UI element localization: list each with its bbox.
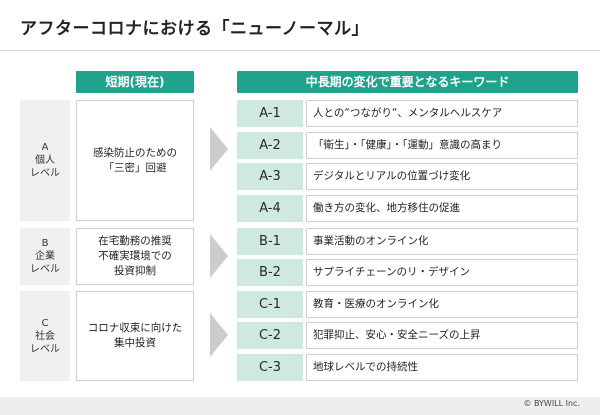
keyword-row: A-2 「衛生」・「健康」・「運動」意識の高まり: [237, 132, 578, 159]
page-title: アフターコロナにおける「ニューノーマル」: [20, 19, 369, 39]
short-term-line: 不確実環境での: [98, 250, 172, 262]
level-suffix: レベル: [30, 168, 60, 179]
keyword-row: C-2 犯罪抑止、安心・安全ニーズの上昇: [237, 322, 578, 349]
keyword-code: C-2: [237, 322, 303, 349]
arrow-icon: [210, 313, 228, 357]
short-term-line: 投資抑制: [114, 265, 156, 277]
keyword-row: A-4 働き方の変化、地方移住の促進: [237, 195, 578, 222]
short-term-box-b: 在宅勤務の推奨 不確実環境での 投資抑制: [76, 228, 194, 285]
keyword-row: B-2 サプライチェーンのリ・デザイン: [237, 259, 578, 286]
short-term-box-c: コロナ収束に向けた 集中投資: [76, 291, 194, 381]
short-term-line: 感染防止のための: [93, 146, 177, 159]
keyword-text: 人との“つながり“、メンタルヘルスケア: [306, 100, 578, 127]
short-term-line: 集中投資: [114, 337, 156, 349]
copyright-text: © BYWILL Inc.: [523, 399, 580, 408]
keyword-code: A-4: [237, 195, 303, 222]
level-label-b: B 企業 レベル: [20, 228, 70, 285]
short-term-line: 「三密」回避: [103, 161, 167, 174]
keyword-text: 犯罪抑止、安心・安全ニーズの上昇: [306, 322, 578, 349]
arrow-icon: [210, 234, 228, 278]
keyword-text: デジタルとリアルの位置づけ変化: [306, 163, 578, 190]
level-name: 個人: [35, 155, 55, 166]
short-term-box-a: 感染防止のための 「三密」回避: [76, 100, 194, 221]
short-term-line: 在宅勤務の推奨: [98, 235, 172, 247]
keyword-row: C-1 教育・医療のオンライン化: [237, 291, 578, 318]
footer-bar: © BYWILL Inc.: [0, 397, 600, 415]
level-name: 企業: [35, 251, 55, 262]
keyword-code: A-3: [237, 163, 303, 190]
keyword-code: A-2: [237, 132, 303, 159]
keyword-row: C-3 地球レベルでの持続性: [237, 354, 578, 381]
keyword-text: 教育・医療のオンライン化: [306, 291, 578, 318]
keyword-code: C-3: [237, 354, 303, 381]
level-letter: B: [41, 238, 49, 249]
keyword-code: B-1: [237, 228, 303, 255]
short-term-header: 短期(現在): [76, 71, 194, 93]
keyword-row: A-3 デジタルとリアルの位置づけ変化: [237, 163, 578, 190]
level-label-c: C 社会 レベル: [20, 291, 70, 381]
keyword-code: B-2: [237, 259, 303, 286]
level-label-a: A 個人 レベル: [20, 100, 70, 221]
keyword-row: B-1 事業活動のオンライン化: [237, 228, 578, 255]
keyword-text: 事業活動のオンライン化: [306, 228, 578, 255]
title-divider: [0, 50, 600, 51]
level-suffix: レベル: [30, 343, 60, 355]
arrow-icon: [210, 127, 228, 171]
keyword-text: サプライチェーンのリ・デザイン: [306, 259, 578, 286]
keyword-code: C-1: [237, 291, 303, 318]
mid-long-term-header: 中長期の変化で重要となるキーワード: [237, 71, 578, 93]
keyword-row: A-1 人との“つながり“、メンタルヘルスケア: [237, 100, 578, 127]
keyword-text: 働き方の変化、地方移住の促進: [306, 195, 578, 222]
level-name: 社会: [35, 330, 55, 342]
keyword-text: 「衛生」・「健康」・「運動」意識の高まり: [306, 132, 578, 159]
keyword-code: A-1: [237, 100, 303, 127]
keyword-text: 地球レベルでの持続性: [306, 354, 578, 381]
level-letter: A: [41, 142, 49, 153]
level-suffix: レベル: [30, 264, 60, 275]
level-letter: C: [41, 317, 49, 329]
short-term-line: コロナ収束に向けた: [87, 322, 183, 334]
